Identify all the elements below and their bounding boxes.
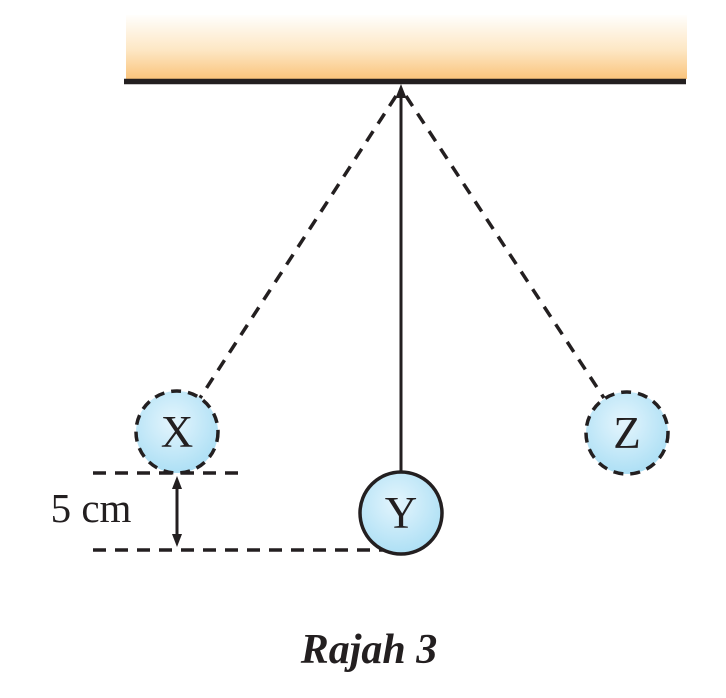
ball-z <box>584 390 670 476</box>
swing-path-left <box>198 95 398 399</box>
ball-y <box>358 470 444 556</box>
swing-path-right <box>404 95 606 399</box>
pivot-arrow-icon <box>395 84 407 98</box>
ball-x <box>134 389 220 475</box>
measurement-label: 5 cm <box>51 485 132 531</box>
figure-caption: Rajah 3 <box>300 627 438 673</box>
ceiling-bar <box>126 15 687 79</box>
height-arrow-up-icon <box>172 476 182 489</box>
height-arrow-down-icon <box>172 534 182 547</box>
ball-y-label: Y <box>385 488 418 538</box>
ball-x-label: X <box>161 407 194 457</box>
ball-z-label: Z <box>613 408 641 458</box>
